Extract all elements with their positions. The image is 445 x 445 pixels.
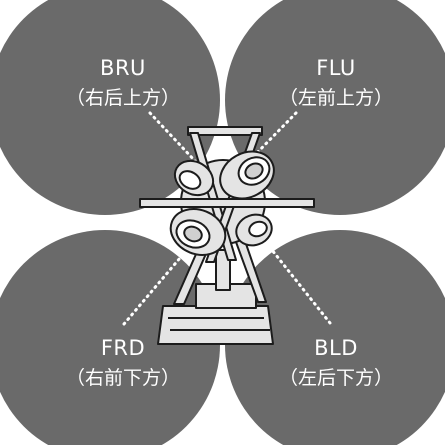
zone-desc-frd: （右前下方） (65, 367, 181, 389)
zone-circle-frd (0, 230, 220, 445)
cage-top-bar (187, 126, 263, 136)
stand-post (215, 249, 231, 291)
zone-circle-bru (0, 0, 220, 215)
zone-label-bru: BRU （右后上方） (66, 56, 180, 111)
zone-circle-bld (225, 230, 445, 445)
zone-circle-flu (225, 0, 445, 215)
zone-label-flu: FLU （左前上方） (279, 56, 393, 111)
zone-code-bru: BRU (100, 56, 146, 80)
capsule-frd (169, 208, 227, 256)
capsule-bru (173, 159, 215, 197)
cage-cross-bar (139, 198, 315, 208)
leader-bru (148, 111, 198, 164)
zone-code-bld: BLD (314, 336, 358, 360)
zone-desc-bru: （右后上方） (65, 87, 181, 109)
zone-label-bld: BLD （左后下方） (279, 336, 393, 391)
zone-code-frd: FRD (100, 336, 146, 360)
capsule-bld (235, 213, 273, 247)
capsule-flu (219, 150, 275, 200)
zone-code-flu: FLU (316, 56, 356, 80)
leader-bld (266, 243, 332, 325)
stand-base (157, 305, 274, 345)
zone-desc-bld: （左后下方） (278, 367, 394, 389)
four-mic-array-device-illustration (139, 126, 315, 345)
zone-desc-flu: （左前上方） (278, 87, 394, 109)
leader-frd (122, 256, 182, 326)
zone-label-frd: FRD （右前下方） (66, 336, 180, 391)
